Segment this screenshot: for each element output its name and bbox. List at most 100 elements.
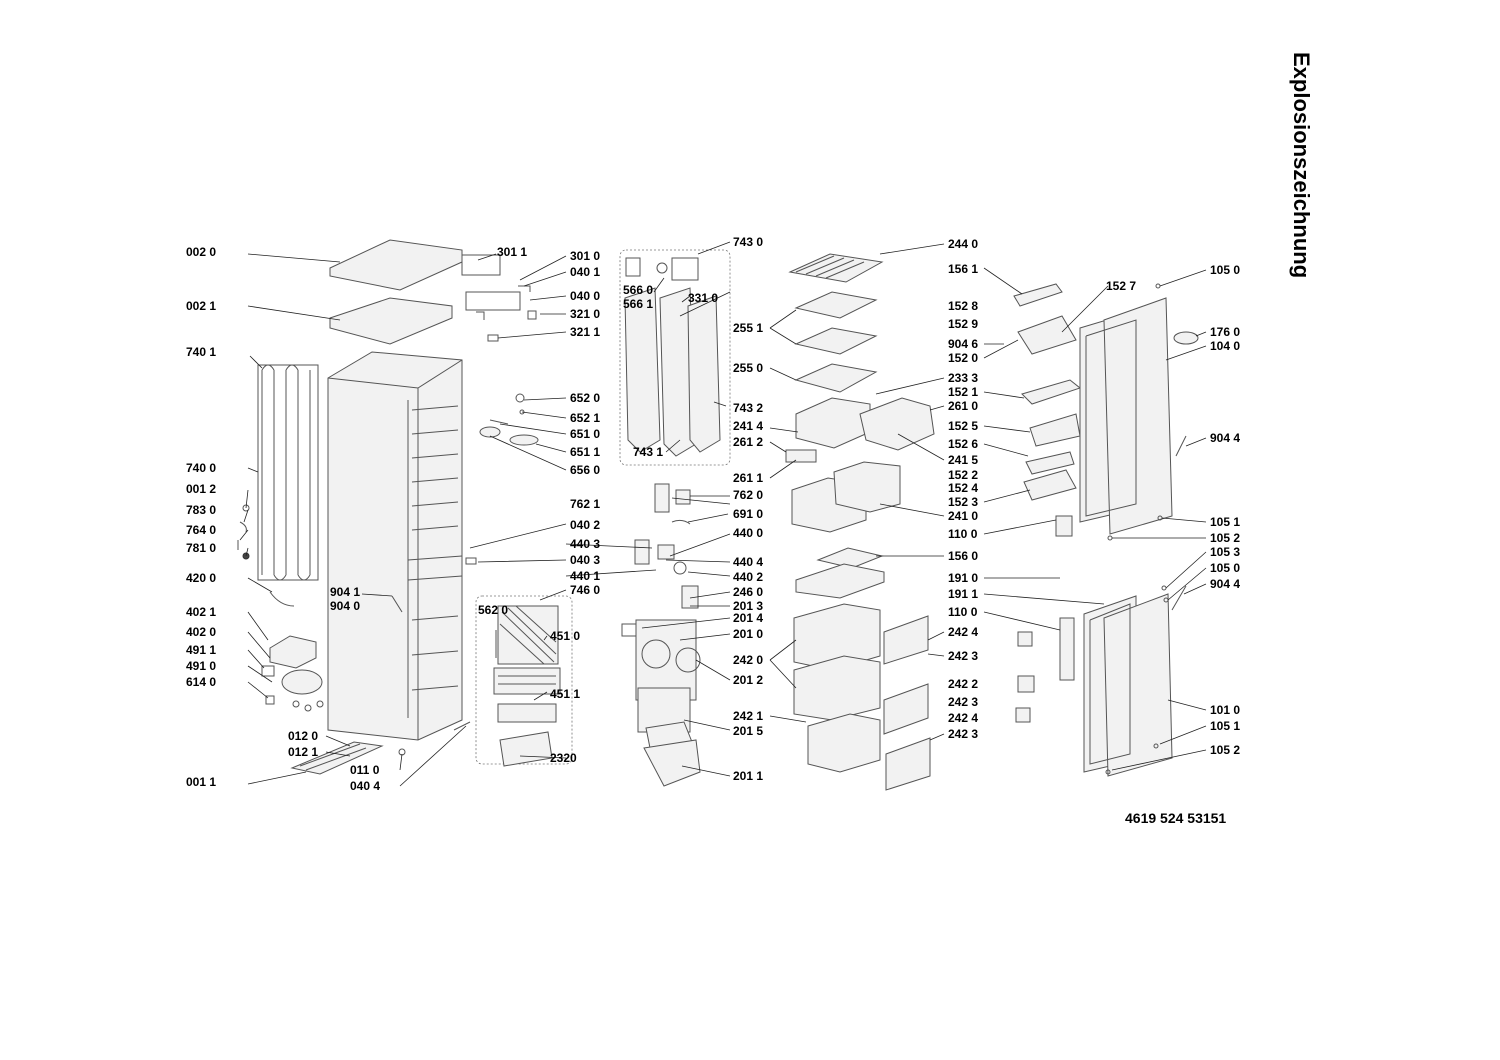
label-440-1: 440 1: [570, 569, 600, 583]
fan-assembly: [475, 595, 701, 787]
label-740-1: 740 1: [186, 345, 216, 359]
label-040-0: 040 0: [570, 289, 600, 303]
label-562-0: 562 0: [478, 603, 508, 617]
label-904-6: 904 6: [948, 337, 978, 351]
freezer-door: [1059, 593, 1173, 777]
label-201-0: 201 0: [733, 627, 763, 641]
label-152-8: 152 8: [948, 299, 978, 313]
label-491-0: 491 0: [186, 659, 216, 673]
fridge-door: [1079, 297, 1199, 535]
condenser-coil: [257, 364, 319, 581]
label-242-4-b: 242 4: [948, 711, 978, 725]
label-152-5: 152 5: [948, 419, 978, 433]
label-110-0-a: 110 0: [948, 527, 978, 541]
label-691-0: 691 0: [733, 507, 763, 521]
label-241-0: 241 0: [948, 509, 978, 523]
freezer-drawers: [793, 547, 931, 791]
label-242-0: 242 0: [733, 653, 763, 667]
label-743-2: 743 2: [733, 401, 763, 415]
small-parts-left: [237, 504, 471, 756]
label-614-0: 614 0: [186, 675, 216, 689]
label-255-1: 255 1: [733, 321, 763, 335]
label-242-2: 242 2: [948, 677, 978, 691]
label-152-4: 152 4: [948, 481, 978, 495]
label-746-0: 746 0: [570, 583, 600, 597]
top-cover: [329, 239, 463, 345]
label-402-0: 402 0: [186, 625, 216, 639]
base-plate: [290, 741, 384, 775]
top-hinge-parts: [461, 254, 537, 342]
label-566-1: 566 1: [623, 297, 653, 311]
label-440-4: 440 4: [733, 555, 763, 569]
label-105-2-b: 105 2: [1210, 743, 1240, 757]
part-labels: 002 0 002 1 740 1 740 0 001 2 783 0 764 …: [186, 235, 1240, 793]
label-002-0: 002 0: [186, 245, 216, 259]
label-652-0: 652 0: [570, 391, 600, 405]
label-2320: 2320: [550, 751, 577, 765]
label-101-0: 101 0: [1210, 703, 1240, 717]
label-261-2: 261 2: [733, 435, 763, 449]
thermostat-parts: [479, 393, 539, 446]
label-904-0: 904 0: [330, 599, 360, 613]
label-651-1: 651 1: [570, 445, 600, 459]
label-152-3: 152 3: [948, 495, 978, 509]
label-105-3: 105 3: [1210, 545, 1240, 559]
label-152-1: 152 1: [948, 385, 978, 399]
label-105-1-a: 105 1: [1210, 515, 1240, 529]
label-740-0: 740 0: [186, 461, 216, 475]
label-201-1: 201 1: [733, 769, 763, 783]
label-301-0: 301 0: [570, 249, 600, 263]
label-762-1: 762 1: [570, 497, 600, 511]
label-904-1: 904 1: [330, 585, 360, 599]
label-440-3: 440 3: [570, 537, 600, 551]
label-242-3-b: 242 3: [948, 695, 978, 709]
label-451-0: 451 0: [550, 629, 580, 643]
label-001-1: 001 1: [186, 775, 216, 789]
document-number: 4619 524 53151: [1125, 810, 1227, 826]
door-small-parts: [1105, 283, 1187, 775]
label-783-0: 783 0: [186, 503, 216, 517]
label-743-0: 743 0: [733, 235, 763, 249]
label-201-5: 201 5: [733, 724, 763, 738]
label-233-3: 233 3: [948, 371, 978, 385]
label-242-4-a: 242 4: [948, 625, 978, 639]
label-201-2: 201 2: [733, 673, 763, 687]
label-321-1: 321 1: [570, 325, 600, 339]
label-491-1: 491 1: [186, 643, 216, 657]
label-012-1: 012 1: [288, 745, 318, 759]
label-040-1: 040 1: [570, 265, 600, 279]
label-105-0-b: 105 0: [1210, 561, 1240, 575]
label-246-0: 246 0: [733, 585, 763, 599]
label-040-2: 040 2: [570, 518, 600, 532]
light-and-control: [465, 483, 699, 609]
label-904-4-b: 904 4: [1210, 577, 1240, 591]
label-451-1: 451 1: [550, 687, 580, 701]
label-241-5: 241 5: [948, 453, 978, 467]
label-904-4-a: 904 4: [1210, 431, 1240, 445]
label-420-0: 420 0: [186, 571, 216, 585]
label-762-0: 762 0: [733, 488, 763, 502]
label-040-3: 040 3: [570, 553, 600, 567]
label-241-4: 241 4: [733, 419, 763, 433]
label-201-3: 201 3: [733, 599, 763, 613]
label-012-0: 012 0: [288, 729, 318, 743]
label-001-2: 001 2: [186, 482, 216, 496]
label-105-2-a: 105 2: [1210, 531, 1240, 545]
label-152-7: 152 7: [1106, 279, 1136, 293]
label-244-0: 244 0: [948, 237, 978, 251]
label-201-4: 201 4: [733, 611, 763, 625]
label-242-3-c: 242 3: [948, 727, 978, 741]
label-191-0: 191 0: [948, 571, 978, 585]
label-566-0: 566 0: [623, 283, 653, 297]
label-011-0: 011 0: [350, 763, 380, 777]
label-301-1: 301 1: [497, 245, 527, 259]
label-656-0: 656 0: [570, 463, 600, 477]
label-156-0: 156 0: [948, 549, 978, 563]
label-261-0: 261 0: [948, 399, 978, 413]
label-402-1: 402 1: [186, 605, 216, 619]
label-152-6: 152 6: [948, 437, 978, 451]
shelves: [785, 253, 935, 533]
label-261-1: 261 1: [733, 471, 763, 485]
label-110-0-b: 110 0: [948, 605, 978, 619]
label-781-0: 781 0: [186, 541, 216, 555]
